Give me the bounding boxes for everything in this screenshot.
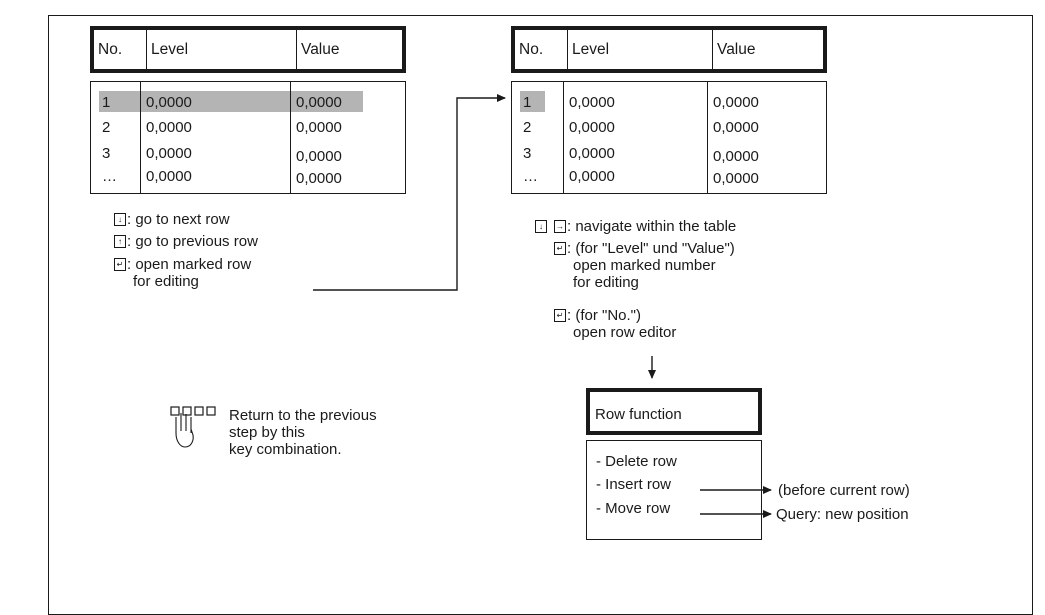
left-cell-value: 0,0000: [296, 148, 342, 165]
left-cell-value: 0,0000: [296, 170, 342, 187]
row-function-delete: - Delete row: [596, 453, 677, 470]
right-header-no: No.: [515, 30, 568, 69]
row-function-insert: - Insert row: [596, 476, 672, 493]
legend-previous-row: : go to previous row: [127, 233, 258, 250]
back-note-line3: key combination.: [229, 441, 342, 458]
left-cell-level: 0,0000: [146, 94, 192, 111]
legend-navigate: : navigate within the table: [567, 218, 737, 235]
left-cell-no: …: [102, 168, 117, 185]
enter-key-icon: ↵: [554, 309, 566, 322]
left-cell-no: 1: [102, 94, 111, 111]
legend-enter-level-value: : (for "Level" und "Value"): [567, 240, 735, 257]
legend-enter-no: : (for "No."): [567, 307, 641, 324]
right-cell-level: 0,0000: [569, 119, 615, 136]
right-table-header: No. Level Value: [511, 26, 827, 73]
insert-result-label: (before current row): [778, 482, 910, 499]
right-cell-value: 0,0000: [713, 170, 759, 187]
row-function-title: Row function: [586, 388, 762, 435]
arrow-right-key-icon: →: [554, 220, 566, 233]
left-header-no: No.: [94, 30, 147, 69]
legend-open-row: : open marked row: [127, 256, 252, 273]
right-cell-no: 2: [523, 119, 532, 136]
right-cell-no: 1: [523, 94, 532, 111]
left-cell-value: 0,0000: [296, 119, 342, 136]
move-result-label: Query: new position: [776, 506, 909, 523]
arrow-down-key-icon: ↓: [114, 213, 126, 226]
left-cell-value: 0,0000: [296, 94, 342, 111]
right-cell-level: 0,0000: [569, 94, 615, 111]
left-cell-no: 2: [102, 119, 111, 136]
hand-pressing-keys-icon: [170, 406, 216, 448]
legend-enter-level-value-2: open marked number: [573, 257, 716, 274]
legend-open-row-cont: for editing: [133, 273, 199, 290]
back-note-line1: Return to the previous: [229, 407, 377, 424]
left-cell-level: 0,0000: [146, 119, 192, 136]
connector-lines: [313, 94, 772, 518]
right-cell-highlight: [520, 91, 545, 112]
right-table-body: 1 0,0000 0,0000 2 0,0000 0,0000 3 0,0000…: [511, 81, 827, 194]
right-cell-value: 0,0000: [713, 119, 759, 136]
arrow-down-key-icon: ↓: [535, 220, 547, 233]
enter-key-icon: ↵: [554, 242, 566, 255]
right-cell-value: 0,0000: [713, 94, 759, 111]
right-cell-no: 3: [523, 145, 532, 162]
back-note-line2: step by this: [229, 424, 305, 441]
edit-row-arrow: [313, 94, 506, 291]
row-function-body: - Delete row - Insert row - Move row: [586, 440, 762, 540]
right-cell-level: 0,0000: [569, 168, 615, 185]
right-cell-value: 0,0000: [713, 148, 759, 165]
legend-enter-no-2: open row editor: [573, 324, 677, 341]
left-cell-no: 3: [102, 145, 111, 162]
right-header-level: Level: [568, 30, 713, 69]
right-header-value: Value: [717, 41, 756, 58]
enter-key-icon: ↵: [114, 258, 126, 271]
legend-next-row: : go to next row: [127, 211, 230, 228]
left-header-level: Level: [147, 30, 297, 69]
arrow-up-key-icon: ↑: [114, 235, 126, 248]
legend-enter-level-value-3: for editing: [573, 274, 639, 291]
left-table-header: No. Level Value: [90, 26, 406, 73]
left-row-highlight: [99, 91, 363, 112]
left-cell-level: 0,0000: [146, 145, 192, 162]
right-cell-level: 0,0000: [569, 145, 615, 162]
right-cell-no: …: [523, 168, 538, 185]
row-function-move: - Move row: [596, 500, 671, 517]
left-table-body: 1 0,0000 0,0000 2 0,0000 0,0000 3 0,0000…: [90, 81, 406, 194]
left-cell-level: 0,0000: [146, 168, 192, 185]
left-header-value: Value: [301, 41, 340, 58]
